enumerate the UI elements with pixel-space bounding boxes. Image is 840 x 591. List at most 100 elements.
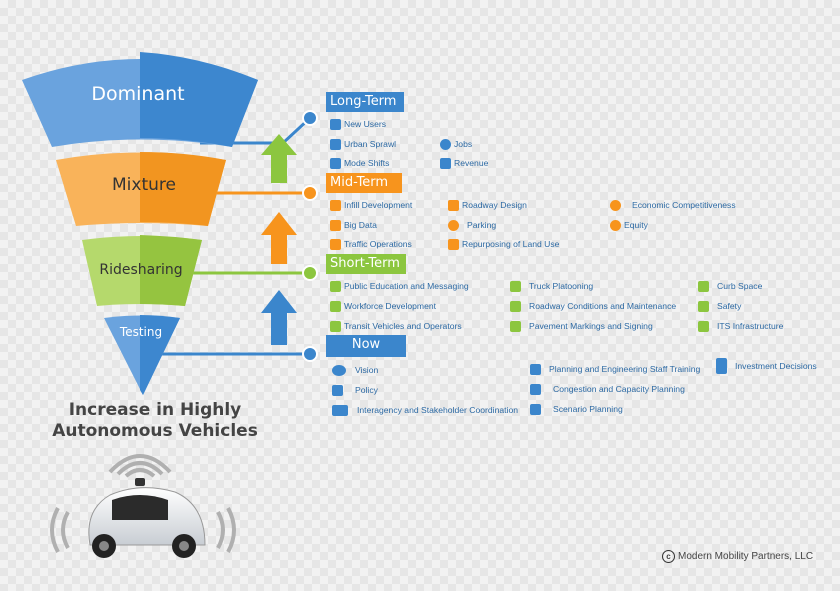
phase-box-short-term: Short-Term [326, 254, 406, 274]
item-staff-training: Planning and Engineering Staff Training [530, 362, 700, 376]
copyright-notice: c Modern Mobility Partners, LLC [662, 550, 813, 563]
phase-box-mid-term: Mid-Term [326, 173, 402, 193]
title-line-2: Autonomous Vehicles [52, 421, 258, 441]
item-label: Vision [355, 365, 379, 375]
hand-icon [698, 280, 709, 292]
people-icon [610, 219, 621, 231]
item-repurposing-land-use: Repurposing of Land Use [448, 237, 559, 251]
arrow-up-blue [261, 290, 297, 345]
car-icon [330, 157, 341, 169]
funnel-level-dominant [22, 52, 258, 147]
truck-icon [510, 280, 521, 292]
item-label: Infill Development [344, 200, 413, 210]
item-label: Equity [624, 220, 648, 230]
connector-dot-now [302, 346, 318, 362]
item-label: Roadway Design [462, 200, 527, 210]
item-jobs: Jobs [440, 137, 472, 151]
arrow-up-orange [261, 212, 297, 264]
title-line-1: Increase in Highly [68, 400, 242, 420]
autonomous-car-icon [50, 454, 236, 558]
item-label: Truck Platooning [529, 281, 594, 291]
item-safety: Safety [698, 299, 741, 313]
gas-station-icon [448, 238, 459, 250]
item-label: Transit Vehicles and Operators [344, 321, 462, 331]
item-label: Safety [717, 301, 742, 311]
item-label: Roadway Conditions and Maintenance [529, 301, 677, 311]
item-label: Mode Shifts [344, 158, 390, 168]
item-truck-platooning: Truck Platooning [510, 279, 593, 293]
item-label: Workforce Development [344, 301, 437, 311]
item-scenario-planning: Scenario Planning [530, 402, 623, 416]
funnel-level-ridesharing [82, 235, 202, 306]
item-revenue: Revenue [440, 156, 488, 170]
construction-icon [510, 300, 521, 312]
network-icon [530, 403, 541, 415]
connector-dot-short-term [302, 265, 318, 281]
funnel-label-mixture: Mixture [112, 175, 176, 195]
road-icon [448, 199, 459, 211]
traffic-light-icon [330, 238, 341, 250]
item-label: Pavement Markings and Signing [529, 321, 653, 331]
funnel-label-testing: Testing [119, 325, 162, 339]
item-label: Urban Sprawl [344, 139, 397, 149]
item-roadway-design: Roadway Design [448, 198, 527, 212]
item-vision: Vision [332, 363, 378, 377]
connector-dot-long-term [302, 110, 318, 126]
antenna-icon [698, 320, 709, 332]
diagram-title: Increase in Highly Autonomous Vehicles [40, 400, 270, 442]
item-its-infrastructure: ITS Infrastructure [698, 319, 783, 333]
magnifier-icon [440, 138, 451, 150]
item-label: Economic Competitiveness [632, 200, 736, 210]
funnel-label-ridesharing: Ridesharing [99, 262, 182, 278]
item-parking: Parking [448, 218, 496, 232]
item-investment-decisions: Investment Decisions [716, 358, 817, 374]
item-label: Repurposing of Land Use [462, 239, 560, 249]
copyright-icon: c [662, 550, 675, 563]
item-curb-space: Curb Space [698, 279, 762, 293]
lane-icon [510, 320, 521, 332]
item-label: Investment Decisions [735, 361, 817, 371]
handshake-icon [698, 300, 709, 312]
funnel-level-mixture [56, 152, 226, 226]
document-icon [332, 384, 343, 396]
funnel-level-testing [104, 315, 180, 395]
item-public-education: Public Education and Messaging [330, 279, 469, 293]
signpost-icon [716, 358, 727, 374]
house-icon [330, 138, 341, 150]
bus-icon [330, 320, 341, 332]
traffic-icon [530, 383, 541, 395]
data-icon [330, 219, 341, 231]
eye-icon [332, 364, 346, 376]
item-mode-shifts: Mode Shifts [330, 156, 389, 170]
item-traffic-operations: Traffic Operations [330, 237, 412, 251]
item-label: Parking [467, 220, 497, 230]
accessibility-icon [330, 118, 341, 130]
item-label: Congestion and Capacity Planning [553, 384, 685, 394]
copyright-text: Modern Mobility Partners, LLC [678, 551, 814, 562]
connector-lines [160, 110, 318, 362]
item-economic-competitiveness: Economic Competitiveness [610, 198, 736, 212]
item-label: New Users [344, 119, 387, 129]
item-equity: Equity [610, 218, 648, 232]
item-transit-vehicles: Transit Vehicles and Operators [330, 319, 462, 333]
arrow-up-green [261, 134, 297, 183]
item-new-users: New Users [330, 117, 386, 131]
item-label: Big Data [344, 220, 377, 230]
item-big-data: Big Data [330, 218, 377, 232]
bar-chart-icon [440, 157, 451, 169]
person-icon [330, 280, 341, 292]
item-label: ITS Infrastructure [717, 321, 784, 331]
item-label: Scenario Planning [553, 404, 623, 414]
item-label: Revenue [454, 158, 489, 168]
phase-box-now: Now [326, 335, 406, 357]
item-urban-sprawl: Urban Sprawl [330, 137, 396, 151]
gauge-icon [610, 199, 621, 211]
phase-box-long-term: Long-Term [326, 92, 404, 112]
item-label: Jobs [454, 139, 473, 149]
item-label: Traffic Operations [344, 239, 412, 249]
item-congestion-planning: Congestion and Capacity Planning [530, 382, 685, 396]
worker-icon [330, 300, 341, 312]
funnel-label-dominant: Dominant [91, 83, 184, 105]
item-roadway-conditions: Roadway Conditions and Maintenance [510, 299, 676, 313]
presentation-icon [530, 363, 541, 375]
